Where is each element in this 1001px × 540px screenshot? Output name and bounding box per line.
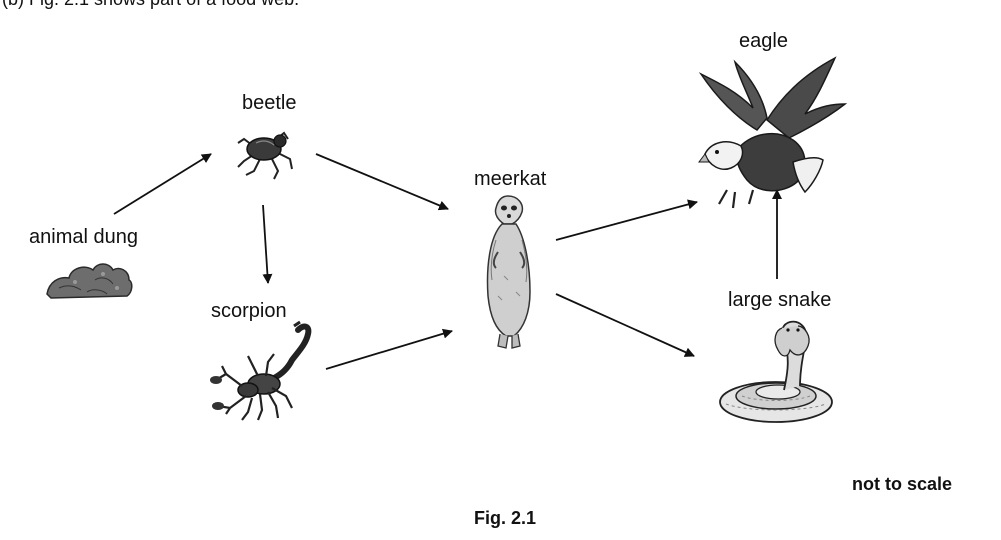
arrow-meerkat-to-snake [555,293,695,357]
large-snake-image [719,320,833,423]
label-meerkat: meerkat [474,168,547,190]
arrow-dung-to-beetle [113,153,212,215]
label-scorpion: scorpion [211,300,287,322]
arrow-beetle-to-scorpion [262,204,273,284]
arrow-meerkat-to-eagle [555,199,698,241]
meerkat-image [486,195,531,349]
label-beetle: beetle [242,92,297,114]
label-large-snake: large snake [728,289,832,311]
not-to-scale-note: not to scale [852,474,953,494]
eagle-image [698,56,848,209]
scorpion-image [210,320,312,421]
arrow-beetle-to-meerkat [315,153,449,211]
figure-caption: Fig. 2.1 [474,508,537,528]
beetle-image [237,131,293,180]
cropped-header-text: (b) Fig. 2.1 shows part of a food web. [2,0,299,10]
animal-dung-image [46,263,133,299]
label-animal-dung: animal dung [29,226,138,248]
arrow-scorpion-to-meerkat [325,328,453,370]
label-eagle: eagle [739,30,788,52]
